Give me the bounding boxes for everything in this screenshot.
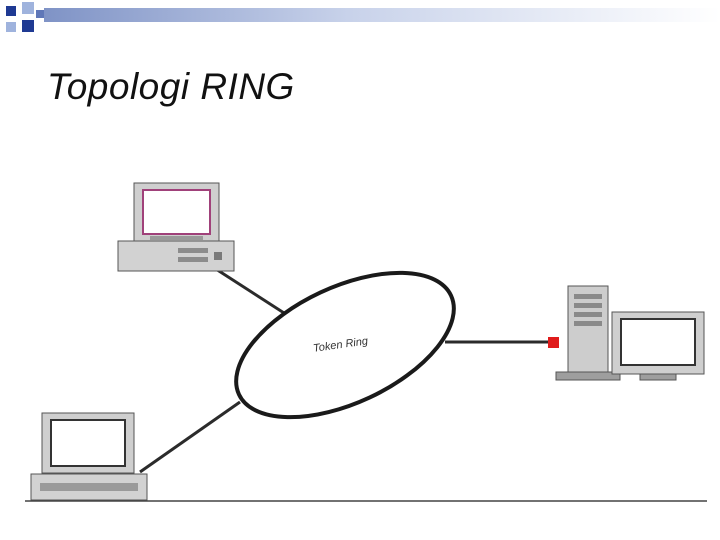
power-button bbox=[214, 252, 222, 260]
cable-desktop bbox=[204, 260, 299, 324]
monitor-screen bbox=[142, 189, 211, 235]
corner-decoration bbox=[6, 2, 720, 32]
decoration-square bbox=[22, 20, 34, 32]
tower-base bbox=[555, 371, 621, 381]
tower-server bbox=[548, 285, 705, 381]
decoration-square bbox=[6, 22, 16, 32]
tower-bay bbox=[574, 312, 602, 317]
tower-bay bbox=[574, 294, 602, 299]
slide-title: Topologi RING bbox=[47, 66, 295, 107]
desktop-computer bbox=[117, 182, 235, 272]
token-ring bbox=[234, 270, 456, 420]
drive-bay bbox=[178, 248, 208, 253]
decoration-band bbox=[44, 8, 720, 22]
tower-bay bbox=[574, 321, 602, 326]
laptop-keyboard bbox=[40, 483, 138, 491]
laptop bbox=[30, 412, 148, 501]
monitor-bezel-bottom bbox=[150, 236, 203, 240]
cable-laptop bbox=[139, 400, 241, 474]
cables bbox=[139, 260, 552, 474]
drive-bay bbox=[178, 257, 208, 262]
network-connector bbox=[548, 337, 559, 348]
tower-bay bbox=[574, 303, 602, 308]
server-monitor-stand bbox=[639, 373, 677, 381]
tower-case bbox=[567, 285, 609, 379]
decoration-square bbox=[6, 6, 16, 16]
laptop-screen bbox=[50, 419, 126, 467]
server-monitor-screen bbox=[620, 318, 696, 366]
decoration-square bbox=[36, 10, 44, 18]
decoration-square bbox=[22, 2, 34, 14]
